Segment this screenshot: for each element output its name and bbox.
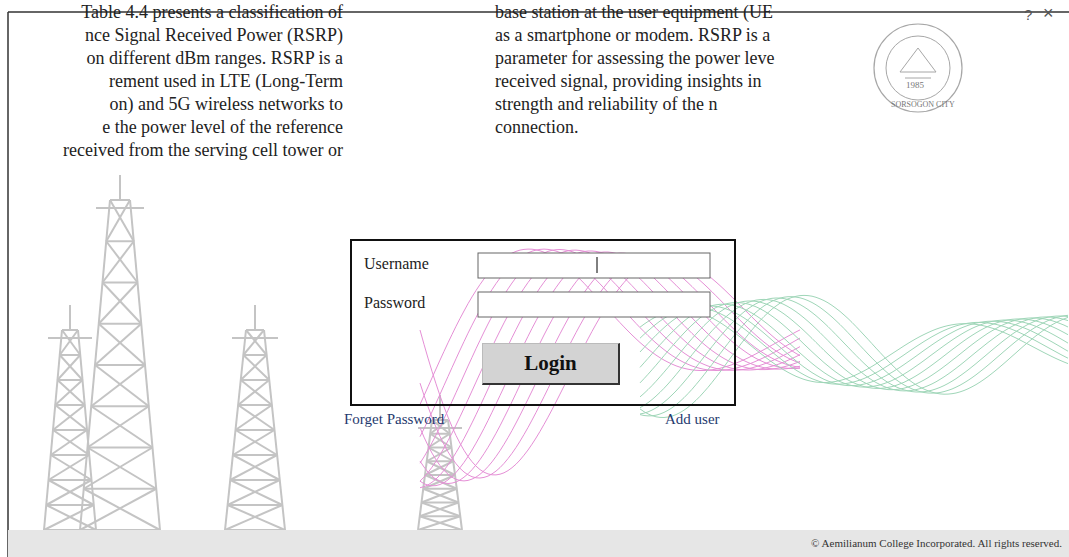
document-text: e the power level of the reference (102, 116, 343, 138)
help-button: ? (1024, 6, 1032, 24)
login-button: Login (482, 343, 620, 385)
copyright-text: © Aemilianum College Incorporated. All r… (811, 537, 1062, 550)
footer-bar (8, 530, 1069, 557)
window-border (7, 12, 9, 557)
document-text: parameter for assessing the power leve (495, 47, 774, 69)
document-text: on) and 5G wireless networks to (110, 93, 343, 115)
login-dialog: UsernamePasswordLogin (350, 239, 736, 406)
document-text: base station at the user equipment (UE (495, 1, 773, 23)
document-text: on different dBm ranges. RSRP is a (87, 47, 343, 69)
college-logo (874, 24, 962, 112)
username-field (478, 253, 710, 278)
forget-password-link: Forget Password (344, 410, 444, 428)
document-text: received from the serving cell tower or (63, 139, 343, 161)
document-text: strength and reliability of the n (495, 93, 717, 115)
document-text: received signal, providing insights in (495, 70, 761, 92)
document-text: rement used in LTE (Long-Term (109, 70, 343, 92)
wave-illustration (420, 249, 1068, 488)
tower-illustration (44, 175, 462, 530)
logo-text: SORSOGON CITY (891, 100, 955, 110)
document-text: nce Signal Received Power (RSRP) (85, 24, 343, 46)
document-text: connection. (495, 116, 578, 138)
document-text: Table 4.4 presents a classification of (81, 1, 343, 23)
button-text: Login (524, 351, 577, 376)
password-field (478, 292, 710, 317)
add-user-link: Add user (665, 410, 720, 428)
logo-year: 1985 (906, 80, 924, 91)
close-button: × (1043, 3, 1054, 25)
field-label: Password (364, 294, 425, 312)
text-cursor (597, 257, 598, 273)
field-label: Username (364, 255, 429, 273)
document-text: as a smartphone or modem. RSRP is a (495, 24, 770, 46)
